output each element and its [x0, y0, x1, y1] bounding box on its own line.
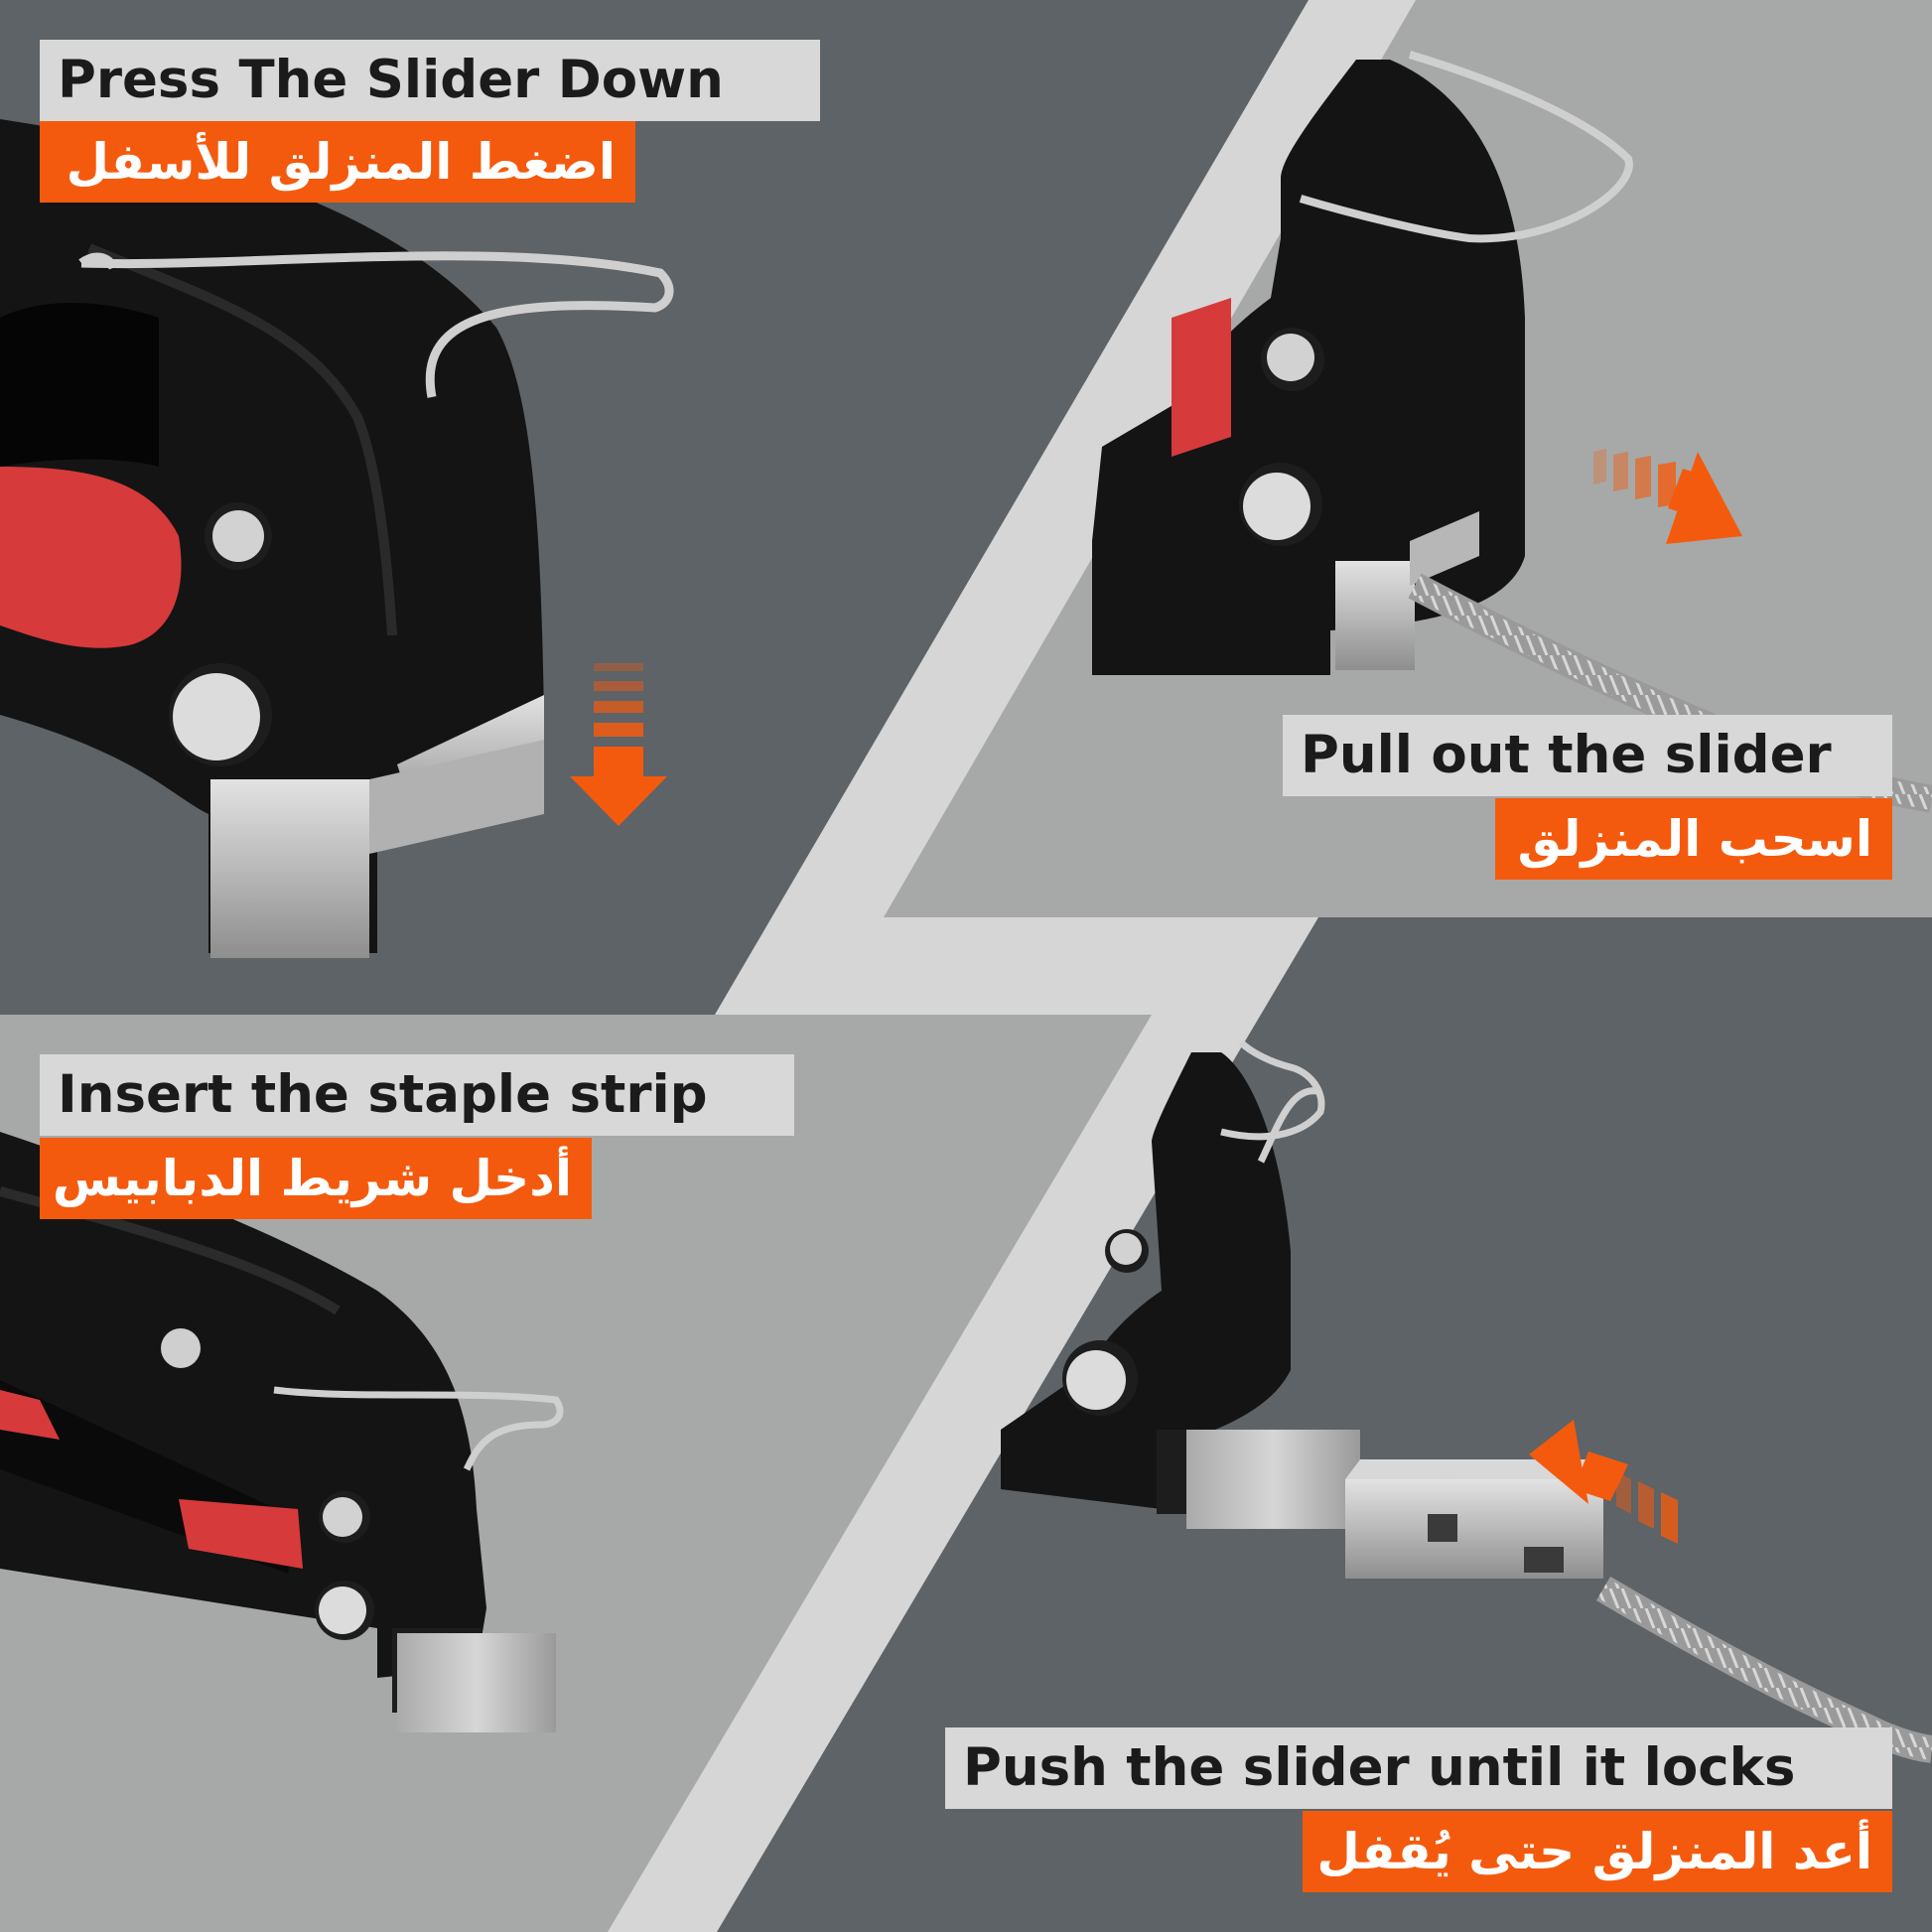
step-4-arabic-caption: أعد المنزلق حتى يُقفل: [1303, 1811, 1892, 1892]
step-2-arabic-caption: اسحب المنزلق: [1495, 798, 1892, 880]
arrow-down-icon: [570, 663, 667, 826]
arrow-right-down-icon: [1593, 449, 1742, 544]
stapler-step-4-illustration: [1001, 1039, 1932, 1763]
step-1-arabic-caption: اضغط المنزلق للأسفل: [40, 121, 635, 203]
stapler-step-2-illustration: [1092, 51, 1932, 813]
panel-step-4: [717, 917, 1932, 1932]
arrow-left-up-icon: [1529, 1420, 1678, 1544]
step-2-english-caption: Pull out the slider: [1283, 715, 1892, 796]
step-3-english-caption: Insert the staple strip: [40, 1054, 794, 1136]
step-4-english-caption: Push the slider until it locks: [945, 1727, 1892, 1809]
step-1-english-caption: Press The Slider Down: [40, 40, 820, 121]
step-3-arabic-caption: أدخل شريط الدبابيس: [40, 1138, 592, 1219]
stapler-step-1-illustration: [0, 119, 674, 958]
stapler-step-3-illustration: [0, 1132, 564, 1732]
